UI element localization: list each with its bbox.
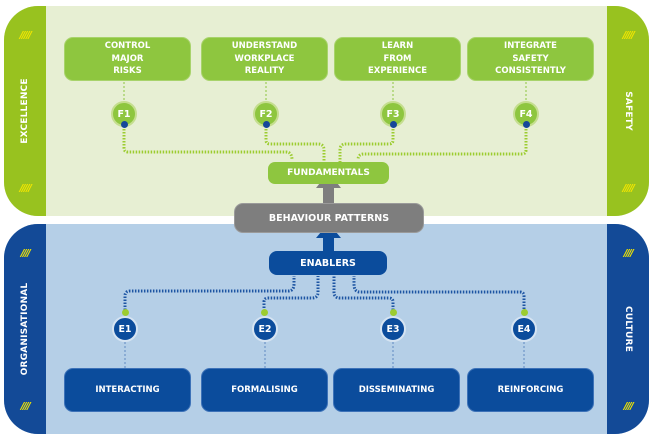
node-e1-dot [121,309,129,316]
organisational-side-bar: //// ORGANISATIONAL //// [4,224,46,434]
node-e2-dot [260,309,268,316]
behaviour-patterns-hub: BEHAVIOUR PATTERNS [234,203,424,233]
card-line: FROM [383,53,412,64]
safety-label: SAFETY [623,91,633,131]
node-e1: E1 [112,316,138,342]
culture-label: CULTURE [623,305,633,353]
enabler-card-reinforcing: REINFORCING [467,368,594,412]
card-line: LEARN [381,41,414,52]
culture-side-bar: //// CULTURE //// [607,224,649,434]
node-f3: F3 [380,101,406,127]
node-f4-dot [522,121,530,128]
safety-side-bar: ///// SAFETY ///// [607,6,649,216]
node-e4: E4 [511,316,537,342]
organisational-label: ORGANISATIONAL [20,282,30,376]
node-e3-dot [389,309,397,316]
card-line: REALITY [244,66,285,77]
enabler-card-interacting: INTERACTING [64,368,191,412]
node-e2: E2 [252,316,278,342]
node-f2-dot [262,121,270,128]
card-line: CONTROL [104,41,151,52]
excellence-label: EXCELLENCE [20,78,30,144]
hatch-decoration: ///// [19,183,32,194]
card-line: EXPERIENCE [367,66,428,77]
hatch-decoration: //// [20,248,31,259]
card-line: MAJOR [111,53,144,64]
hatch-decoration: ///// [19,30,32,41]
hatch-decoration: //// [20,401,31,412]
excellence-side-bar: ///// EXCELLENCE ///// [4,6,46,216]
hatch-decoration: ///// [622,183,635,194]
hatch-decoration: //// [623,401,634,412]
enablers-hub: ENABLERS [269,251,387,275]
node-f1-dot [120,121,128,128]
node-e4-dot [520,309,528,316]
hatch-decoration: ///// [622,30,635,41]
node-f3-dot [389,121,397,128]
card-line: WORKPLACE [234,53,295,64]
enabler-card-disseminating: DISSEMINATING [333,368,460,412]
node-e3: E3 [380,316,406,342]
hatch-decoration: //// [623,248,634,259]
node-f4: F4 [513,101,539,127]
card-line: CONSISTENTLY [495,66,566,77]
enabler-card-formalising: FORMALISING [201,368,328,412]
card-line: RISKS [113,66,142,77]
card-line: UNDERSTAND [231,41,298,52]
card-line: SAFETY [512,53,549,64]
card-line: INTEGRATE [504,41,557,52]
fundamentals-hub: FUNDAMENTALS [268,162,389,184]
